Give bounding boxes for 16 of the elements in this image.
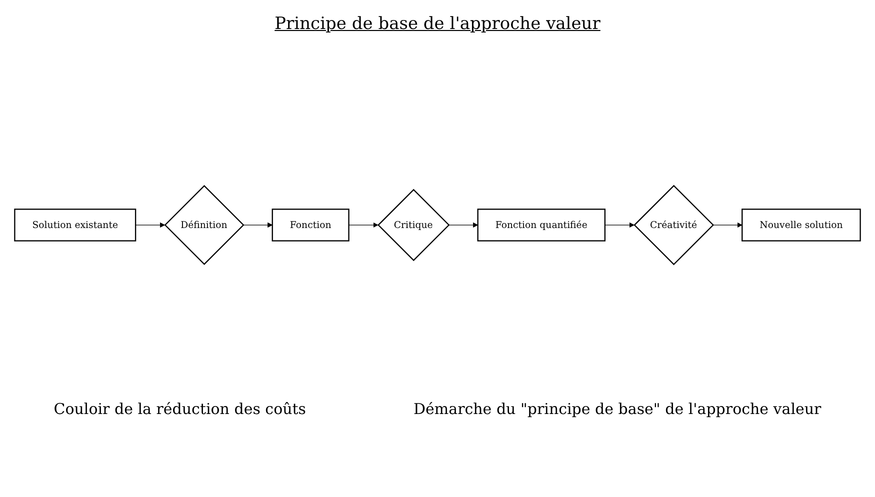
node-box: Solution existante [14,208,136,242]
arrow [604,222,634,228]
node-box: Fonction [272,208,350,242]
diagram-title: Principe de base de l'approche valeur [274,14,602,34]
arrow [448,222,478,228]
note-text: Couloir de la réduction des coûts [54,400,306,418]
arrow [712,222,742,228]
arrow [135,222,166,228]
note-text: Démarche du "principe de base" de l'approche valeur [414,400,822,418]
arrow [242,222,273,228]
node-box: Fonction quantifiée [477,208,606,242]
node-diamond: Définition [164,185,244,265]
node-diamond: Créativité [634,184,714,266]
arrow [348,222,378,228]
node-box: Nouvelle solution [742,208,861,242]
node-diamond: Critique [378,188,450,262]
